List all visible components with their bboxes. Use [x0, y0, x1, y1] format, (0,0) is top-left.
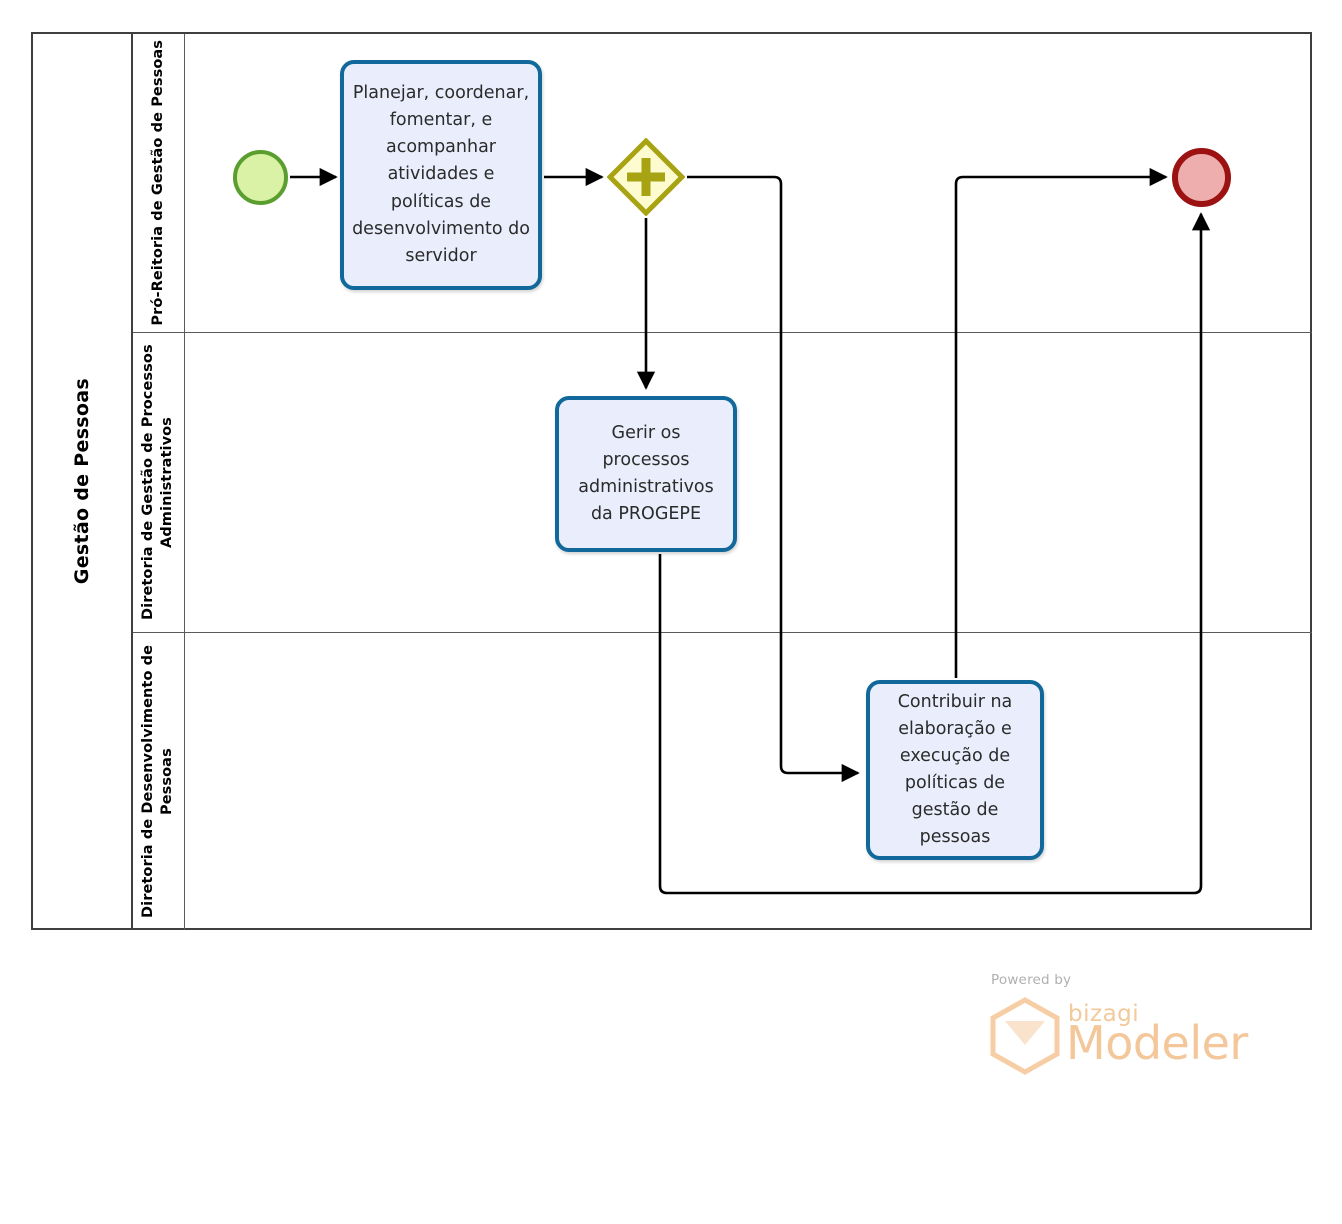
bizagi-brand-text: bizagi [1068, 1001, 1140, 1027]
parallel-gateway[interactable] [606, 137, 686, 217]
pool-header: Gestão de Pessoas [33, 34, 133, 928]
end-event[interactable] [1172, 148, 1231, 207]
powered-by-label: Powered by [991, 972, 1072, 988]
pool-title: Gestão de Pessoas [71, 377, 93, 585]
lane-header-3: Diretoria de Desenvolvimento de Pessoas [133, 633, 185, 930]
bizagi-watermark: Powered by bizagi Modeler [968, 972, 1268, 1082]
lane-label-3: Diretoria de Desenvolvimento de Pessoas [140, 644, 176, 919]
lane-label-1: Pró-Reitoria de Gestão de Pessoas [149, 40, 166, 326]
start-event[interactable] [233, 150, 288, 205]
lane-header-2: Diretoria de Gestão de Processos Adminis… [133, 333, 185, 632]
task-3-label: Contribuir na elaboração e execução de p… [897, 691, 1013, 848]
modeler-product-text: Modeler [1066, 1016, 1248, 1070]
task-gerir-processos-administrativos[interactable]: Gerir os processos administrativos da PR… [555, 396, 737, 552]
gateway-plus-icon [627, 158, 665, 196]
lane-diretoria-de-desenvolvimento-de-pessoas[interactable]: Diretoria de Desenvolvimento de Pessoas [133, 633, 1312, 930]
task-planejar-coordenar-fomentar[interactable]: Planejar, coordenar, fomentar, e acompan… [340, 60, 542, 290]
task-contribuir-elaboracao-execucao-politicas[interactable]: Contribuir na elaboração e execução de p… [866, 680, 1044, 860]
task-2-label: Gerir os processos administrativos da PR… [578, 422, 714, 525]
lane-pro-reitoria-de-gestao-de-pessoas[interactable]: Pró-Reitoria de Gestão de Pessoas [133, 34, 1312, 333]
lane-header-1: Pró-Reitoria de Gestão de Pessoas [133, 34, 185, 332]
task-1-label: Planejar, coordenar, fomentar, e acompan… [352, 83, 530, 266]
bizagi-hexagon-icon [990, 997, 1060, 1075]
lane-label-2: Diretoria de Gestão de Processos Adminis… [140, 344, 176, 621]
